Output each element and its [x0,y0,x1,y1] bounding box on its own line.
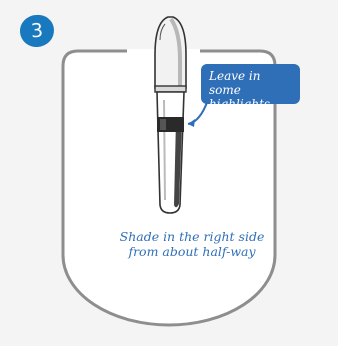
tube-drawing [155,17,186,213]
callout-line-2: highlights [209,97,294,111]
highlights-callout: Leave in some highlights [201,64,300,104]
callout-line-1: Leave in some [209,69,294,97]
caption-line-1: Shade in the right side [104,229,280,244]
caption-line-2: from about half-way [104,244,280,259]
shading-caption: Shade in the right side from about half-… [104,229,280,259]
tube-collar [155,86,186,92]
